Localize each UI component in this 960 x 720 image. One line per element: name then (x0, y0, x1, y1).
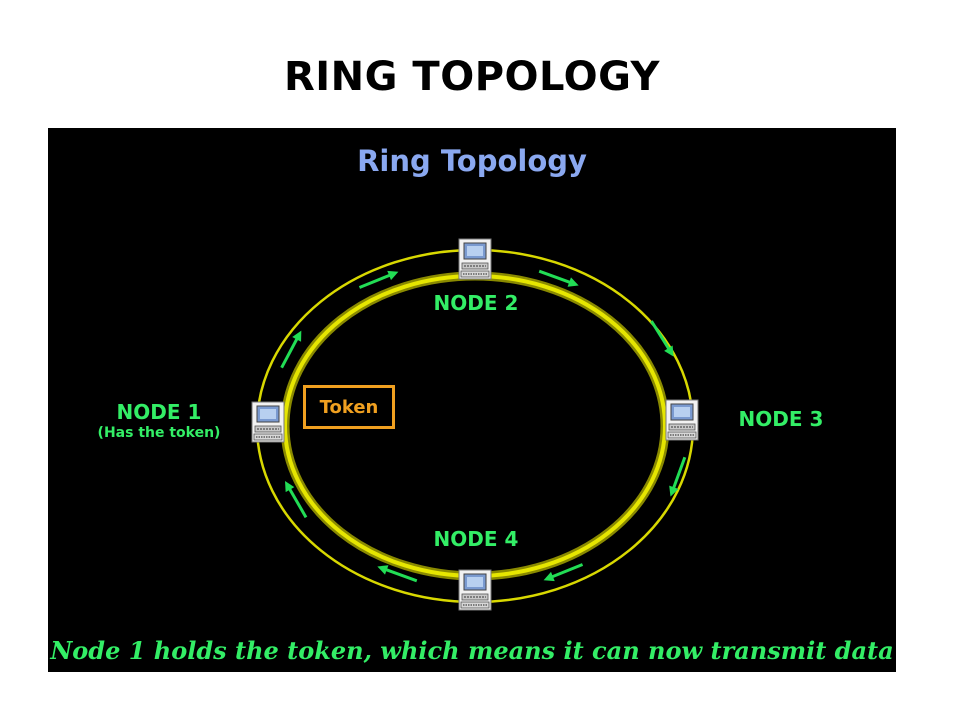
computer-icon (458, 569, 492, 611)
node-1-sublabel: (Has the token) (97, 425, 221, 441)
diagram-caption: Node 1 holds the token, which means it c… (50, 636, 894, 665)
computer-icon (458, 238, 492, 280)
flow-arrows (280, 269, 687, 583)
ring-topology-diagram: Ring Topology NODE 2 NODE 1 (Has the tok… (48, 128, 896, 672)
flow-arrow (650, 320, 674, 357)
flow-arrow (358, 270, 399, 289)
slide-title: RING TOPOLOGY (283, 54, 660, 100)
node-2-label: NODE 2 (433, 291, 519, 315)
computer-icon (251, 401, 285, 443)
ring-diagram-svg (251, 238, 699, 611)
flow-arrow (377, 565, 418, 583)
node-1-label: NODE 1 (116, 400, 202, 424)
token-box: Token (303, 385, 395, 429)
node-4-label: NODE 4 (433, 527, 519, 551)
flow-arrow (280, 330, 302, 369)
computer-icon (665, 399, 699, 441)
node-3-label: NODE 3 (738, 407, 824, 431)
flow-arrow (538, 269, 579, 287)
flow-arrow (669, 456, 687, 497)
diagram-title: Ring Topology (357, 144, 587, 178)
flow-arrow (543, 563, 584, 582)
flow-arrow (285, 480, 308, 519)
